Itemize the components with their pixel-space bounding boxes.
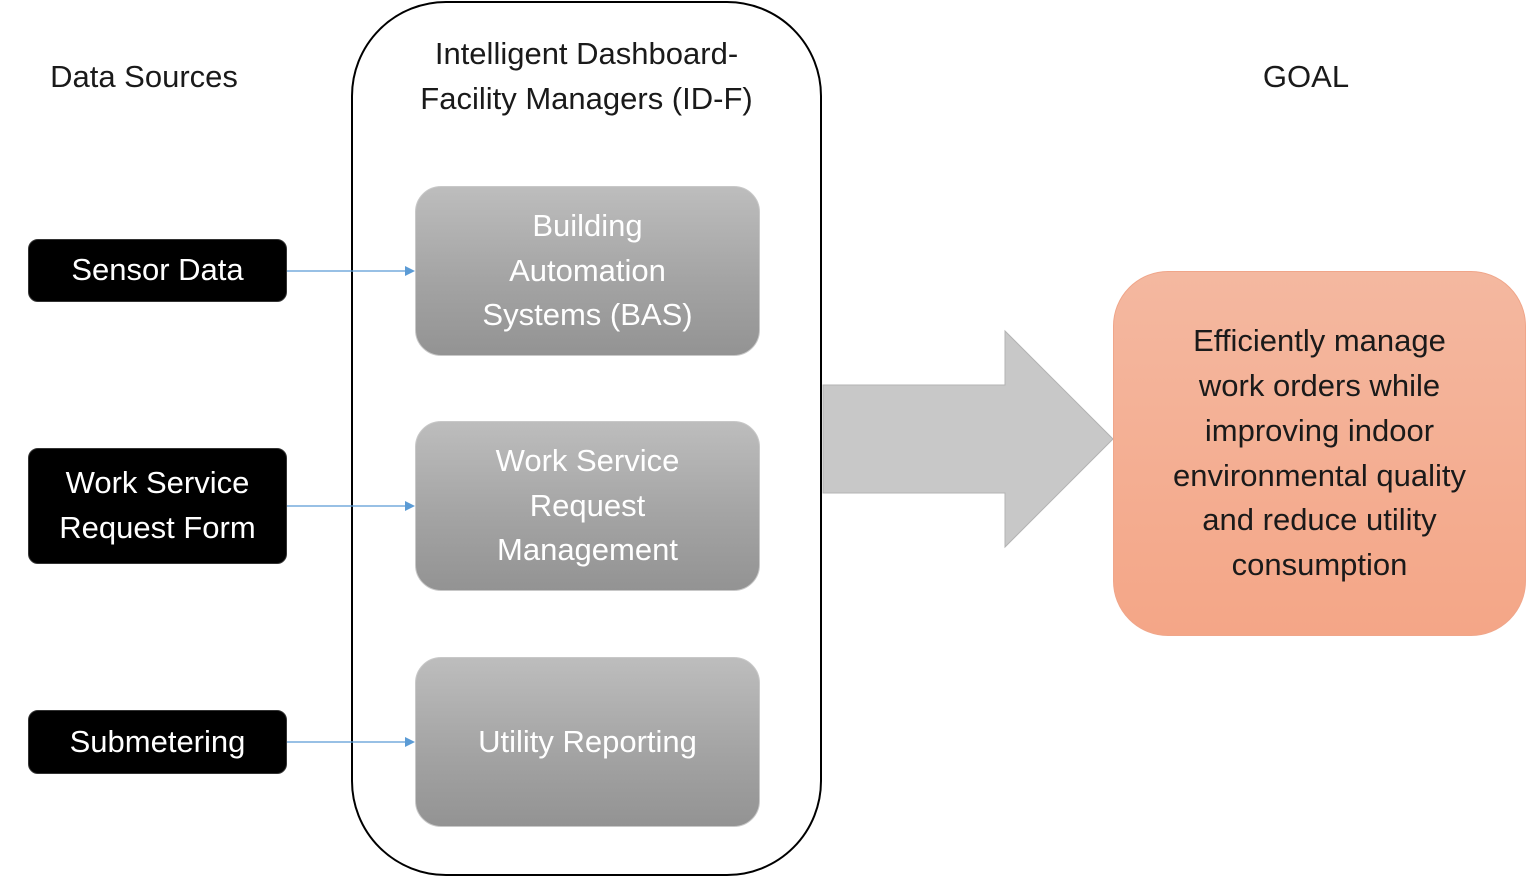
module-label: Work Service Request Management xyxy=(495,442,680,568)
source-work-service-request-form: Work Service Request Form xyxy=(28,448,287,564)
source-label: Work Service Request Form xyxy=(59,465,256,545)
goal-text: Efficiently manage work orders while imp… xyxy=(1173,322,1466,583)
big-arrow-to-goal xyxy=(822,329,1114,549)
module-label: Utility Reporting xyxy=(478,723,697,759)
module-work-service-request-management: Work Service Request Management xyxy=(415,421,760,591)
source-label: Submetering xyxy=(69,723,246,759)
module-utility-reporting: Utility Reporting xyxy=(415,657,760,827)
data-sources-header: Data Sources xyxy=(50,59,238,94)
source-sensor-data: Sensor Data xyxy=(28,239,287,302)
idf-container-title: Intelligent Dashboard- Facility Managers… xyxy=(420,36,753,116)
module-label: Building Automation Systems (BAS) xyxy=(482,207,693,333)
goal-box: Efficiently manage work orders while imp… xyxy=(1113,271,1526,636)
source-label: Sensor Data xyxy=(71,252,244,288)
source-submetering: Submetering xyxy=(28,710,287,774)
module-bas: Building Automation Systems (BAS) xyxy=(415,186,760,356)
goal-header: GOAL xyxy=(1262,59,1350,94)
